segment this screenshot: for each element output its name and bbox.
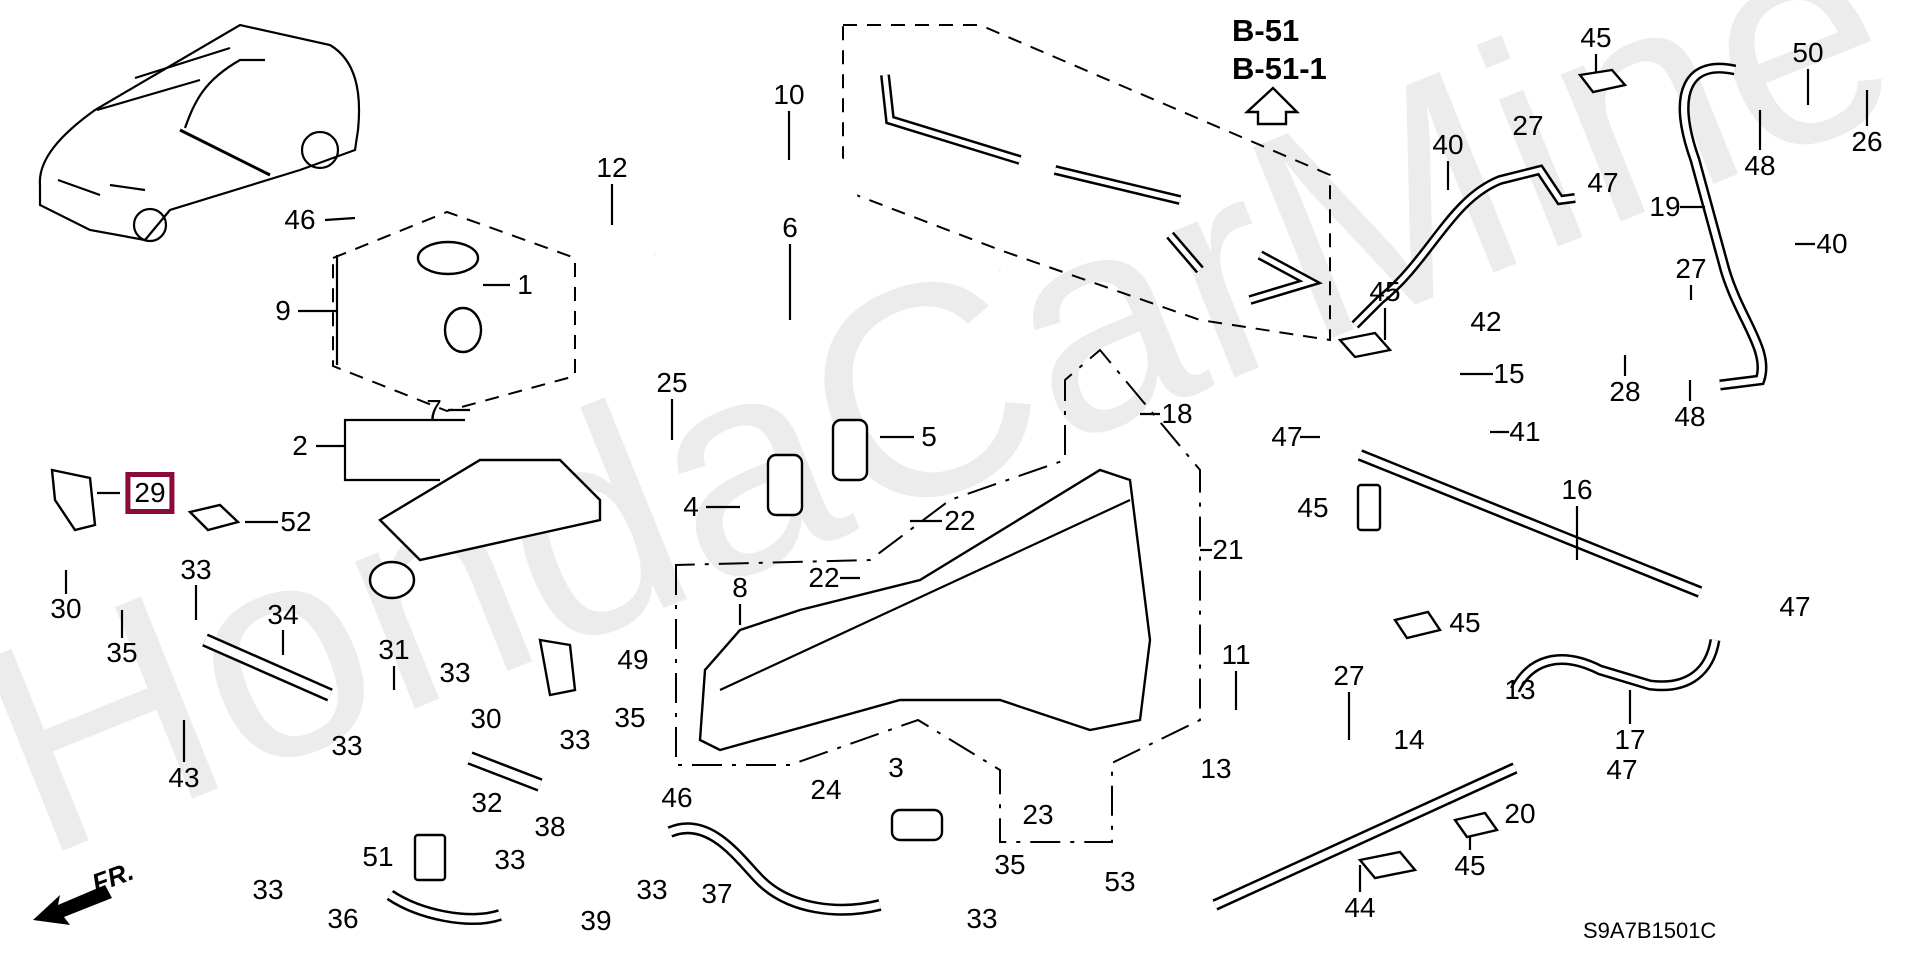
part-callout-21[interactable]: 21	[1212, 534, 1244, 565]
part-callout-26[interactable]: 26	[1851, 126, 1883, 157]
part-callout-35[interactable]: 35	[994, 849, 1026, 880]
leader-lines	[64, 54, 1869, 892]
nozzle-group-dashed-box	[842, 24, 1331, 342]
part-callout-31[interactable]: 31	[378, 634, 410, 665]
part-callout-45[interactable]: 45	[1580, 22, 1612, 53]
part-callout-50[interactable]: 50	[1792, 37, 1824, 68]
reference-link-b51-1[interactable]: B-51-1	[1232, 51, 1327, 86]
part-callout-22[interactable]: 22	[808, 562, 840, 593]
vehicle-overview-icon	[38, 23, 361, 243]
part-callout-33[interactable]: 33	[559, 724, 591, 755]
part-callout-33[interactable]: 33	[494, 844, 526, 875]
part-callout-37[interactable]: 37	[701, 878, 733, 909]
reference-arrow-icon	[1243, 86, 1300, 126]
part-callout-5[interactable]: 5	[921, 421, 937, 452]
front-direction-arrow-icon	[33, 885, 112, 925]
part-callout-39[interactable]: 39	[580, 905, 612, 936]
part-callout-47[interactable]: 47	[1271, 421, 1303, 452]
part-callout-48[interactable]: 48	[1744, 150, 1776, 181]
part-callout-28[interactable]: 28	[1609, 376, 1641, 407]
part-callout-8[interactable]: 8	[732, 572, 748, 603]
part-callout-25[interactable]: 25	[656, 367, 688, 398]
part-callout-46[interactable]: 46	[661, 782, 693, 813]
part-callout-40[interactable]: 40	[1432, 129, 1464, 160]
part-callout-17[interactable]: 17	[1614, 724, 1646, 755]
part-callout-34[interactable]: 34	[267, 599, 299, 630]
part-callout-27[interactable]: 27	[1675, 253, 1707, 284]
hoses	[202, 62, 1768, 925]
part-callout-13[interactable]: 13	[1200, 753, 1232, 784]
part-callout-33[interactable]: 33	[252, 874, 284, 905]
filler-group-hex	[332, 210, 576, 413]
part-callout-47[interactable]: 47	[1779, 591, 1811, 622]
part-callout-24[interactable]: 24	[810, 774, 842, 805]
washer-pumps	[766, 418, 944, 842]
part-callout-29[interactable]: 29	[125, 472, 175, 514]
part-callout-11[interactable]: 11	[1221, 639, 1251, 670]
part-callout-47[interactable]: 47	[1606, 754, 1638, 785]
tank-group-box	[675, 348, 1201, 843]
part-callout-7[interactable]: 7	[426, 394, 442, 425]
part-callout-32[interactable]: 32	[471, 787, 503, 818]
part-callout-43[interactable]: 43	[168, 762, 200, 793]
washer-reservoir-tank	[698, 468, 1152, 752]
part-callout-18[interactable]: 18	[1161, 398, 1193, 429]
part-callout-45[interactable]: 45	[1449, 607, 1481, 638]
part-callout-49[interactable]: 49	[617, 644, 649, 675]
filler-neck	[368, 240, 602, 600]
part-callout-30[interactable]: 30	[470, 703, 502, 734]
part-callout-52[interactable]: 52	[280, 506, 312, 537]
part-callout-2[interactable]: 2	[292, 430, 308, 461]
part-callout-6[interactable]: 6	[782, 212, 798, 243]
part-callout-27[interactable]: 27	[1333, 660, 1365, 691]
part-callout-33[interactable]: 33	[180, 554, 212, 585]
part-callout-27[interactable]: 27	[1512, 110, 1544, 141]
part-callout-47[interactable]: 47	[1587, 167, 1619, 198]
part-callout-33[interactable]: 33	[439, 657, 471, 688]
diagram-code: S9A7B1501C	[1583, 918, 1717, 943]
part-callout-1[interactable]: 1	[517, 269, 533, 300]
part-callout-46[interactable]: 46	[284, 204, 316, 235]
part-callout-48[interactable]: 48	[1674, 401, 1706, 432]
part-callout-51[interactable]: 51	[362, 841, 394, 872]
part-callout-14[interactable]: 14	[1393, 724, 1425, 755]
part-callout-44[interactable]: 44	[1344, 892, 1376, 923]
part-callout-36[interactable]: 36	[327, 903, 359, 934]
part-callout-10[interactable]: 10	[773, 79, 805, 110]
part-callout-19[interactable]: 19	[1649, 191, 1681, 222]
part-callout-35[interactable]: 35	[614, 702, 646, 733]
part-callout-41[interactable]: 41	[1509, 416, 1541, 447]
part-callout-42[interactable]: 42	[1470, 306, 1502, 337]
part-callout-16[interactable]: 16	[1561, 474, 1593, 505]
part-callout-9[interactable]: 9	[275, 295, 291, 326]
part-callout-23[interactable]: 23	[1022, 799, 1054, 830]
part-callout-38[interactable]: 38	[534, 811, 566, 842]
part-callout-40[interactable]: 40	[1816, 228, 1848, 259]
part-callout-22[interactable]: 22	[944, 505, 976, 536]
part-callout-35[interactable]: 35	[106, 637, 138, 668]
reference-link-b51[interactable]: B-51	[1232, 13, 1300, 48]
part-callout-53[interactable]: 53	[1104, 866, 1136, 897]
part-callout-20[interactable]: 20	[1504, 798, 1536, 829]
part-callout-33[interactable]: 33	[636, 874, 668, 905]
part-callout-13[interactable]: 13	[1504, 674, 1536, 705]
part-callout-15[interactable]: 15	[1493, 358, 1525, 389]
part-callout-45[interactable]: 45	[1369, 276, 1401, 307]
part-callout-12[interactable]: 12	[596, 152, 628, 183]
part-callout-30[interactable]: 30	[50, 593, 82, 624]
part-callout-33[interactable]: 33	[331, 730, 363, 761]
part-callout-4[interactable]: 4	[683, 491, 699, 522]
part-callout-33[interactable]: 33	[966, 903, 998, 934]
part-callout-3[interactable]: 3	[888, 752, 904, 783]
pads	[50, 68, 1628, 882]
part-callout-45[interactable]: 45	[1297, 492, 1329, 523]
part-callout-45[interactable]: 45	[1454, 850, 1486, 881]
